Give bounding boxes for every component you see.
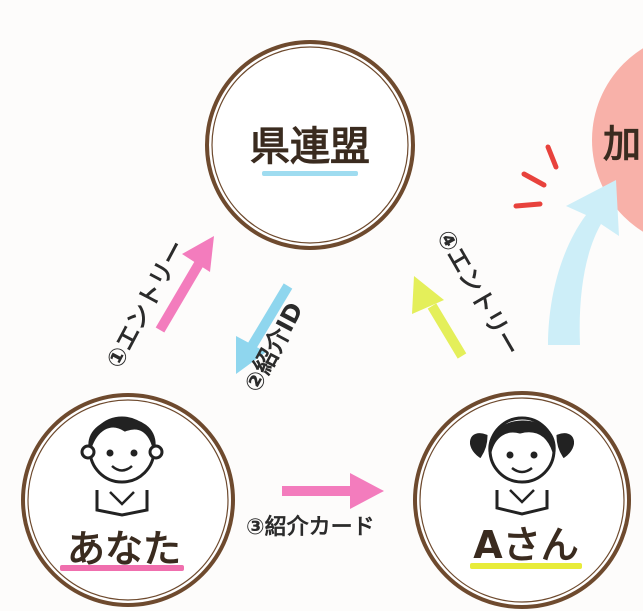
- federation-node: 県連盟: [205, 40, 415, 250]
- step2-arrow: [236, 283, 293, 374]
- girl-avatar-icon: [470, 416, 574, 516]
- step1-arrow: [155, 236, 214, 333]
- red-burst-icon: [513, 144, 559, 209]
- federation-underline: [262, 171, 358, 176]
- you-node: あなた: [21, 393, 235, 607]
- boy-avatar-icon: [80, 416, 164, 517]
- step4-arrow: [412, 276, 467, 359]
- step3-label: ③紹介カード: [246, 514, 375, 540]
- person-a-underline: [470, 563, 582, 569]
- blue-swoosh-arrow: [548, 180, 619, 345]
- federation-label: 県連盟: [250, 124, 370, 170]
- step3-arrow: [282, 473, 384, 509]
- step4-label: ④エントリー: [431, 225, 525, 361]
- side-badge-text: 加: [603, 122, 641, 166]
- side-decoration: 加: [513, 48, 643, 345]
- you-underline: [60, 565, 184, 571]
- person-a-label: Aさん: [473, 523, 578, 567]
- you-label: あなた: [67, 527, 181, 571]
- federation-circle: [205, 40, 415, 250]
- person-a-node: Aさん: [413, 391, 631, 609]
